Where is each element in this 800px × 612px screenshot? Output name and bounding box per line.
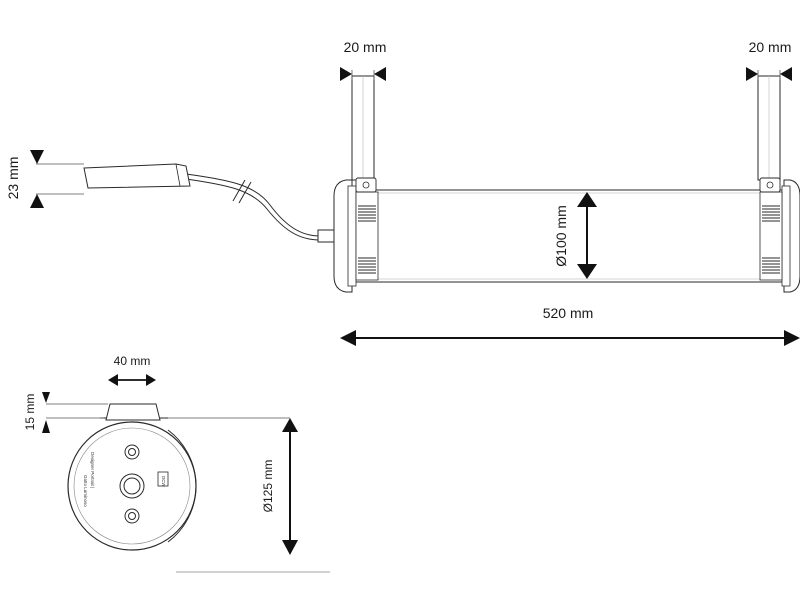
- arrow-head: [30, 194, 44, 208]
- arrow-head: [146, 374, 156, 386]
- mounting-block: [100, 403, 168, 421]
- dim-left-hanger: 20 mm: [340, 39, 386, 81]
- end-cap-marking-line-1: Designer Portrait |: [90, 452, 95, 488]
- end-view: Designer Portrait | Gatto Luminoso DCW 4…: [23, 354, 330, 573]
- arrow-head: [282, 418, 298, 432]
- left-clamp-band: [355, 177, 379, 281]
- arrow-head: [746, 67, 758, 81]
- power-cable: [185, 173, 335, 243]
- driver-box: [83, 163, 191, 189]
- dim-cap-width: 40 mm: [108, 354, 156, 386]
- dim-label: 15 mm: [23, 394, 37, 431]
- arrow-head: [780, 67, 792, 81]
- arrow-head: [108, 374, 118, 386]
- dim-right-hanger: 20 mm: [746, 39, 792, 81]
- center-gland: [119, 473, 145, 499]
- arrow-head: [42, 420, 50, 433]
- tube-body: [345, 189, 793, 283]
- dim-label: 23 mm: [5, 157, 21, 200]
- dim-cap-diameter: Ø125 mm: [168, 417, 298, 555]
- dim-tube-length: 520 mm: [340, 305, 800, 346]
- dim-label: 20 mm: [344, 39, 387, 55]
- left-hanger-rod: [351, 75, 375, 181]
- right-end-cap: [781, 179, 800, 293]
- top-screw: [124, 444, 140, 460]
- arrow-head: [282, 540, 298, 555]
- dim-cap-height: 15 mm: [23, 392, 108, 433]
- arrow-head: [340, 330, 356, 346]
- bottom-screw: [124, 508, 140, 524]
- right-clamp-band: [759, 177, 783, 281]
- dim-label: 40 mm: [114, 354, 151, 368]
- arrow-head: [42, 392, 50, 403]
- svg-text:DCW: DCW: [161, 476, 166, 487]
- left-end-cap: [333, 179, 357, 293]
- end-cap-marking-line-2: Gatto Luminoso: [83, 475, 88, 507]
- arrow-head: [577, 192, 597, 207]
- dim-tube-diameter: Ø100 mm: [553, 192, 597, 279]
- side-view: 20 mm 20 mm 23 mm Ø100 mm: [5, 39, 800, 346]
- brand-logo: DCW: [157, 471, 169, 487]
- arrow-head: [30, 150, 44, 164]
- dim-label: 20 mm: [749, 39, 792, 55]
- arrow-head: [577, 264, 597, 279]
- dim-driver-height: 23 mm: [5, 150, 84, 208]
- arrow-head: [784, 330, 800, 346]
- dim-label: Ø125 mm: [261, 460, 275, 513]
- right-hanger-rod: [757, 75, 781, 181]
- arrow-head: [340, 67, 352, 81]
- end-cap-inner: [73, 427, 191, 545]
- dim-label: 520 mm: [543, 305, 594, 321]
- dim-label: Ø100 mm: [553, 205, 569, 266]
- arrow-head: [374, 67, 386, 81]
